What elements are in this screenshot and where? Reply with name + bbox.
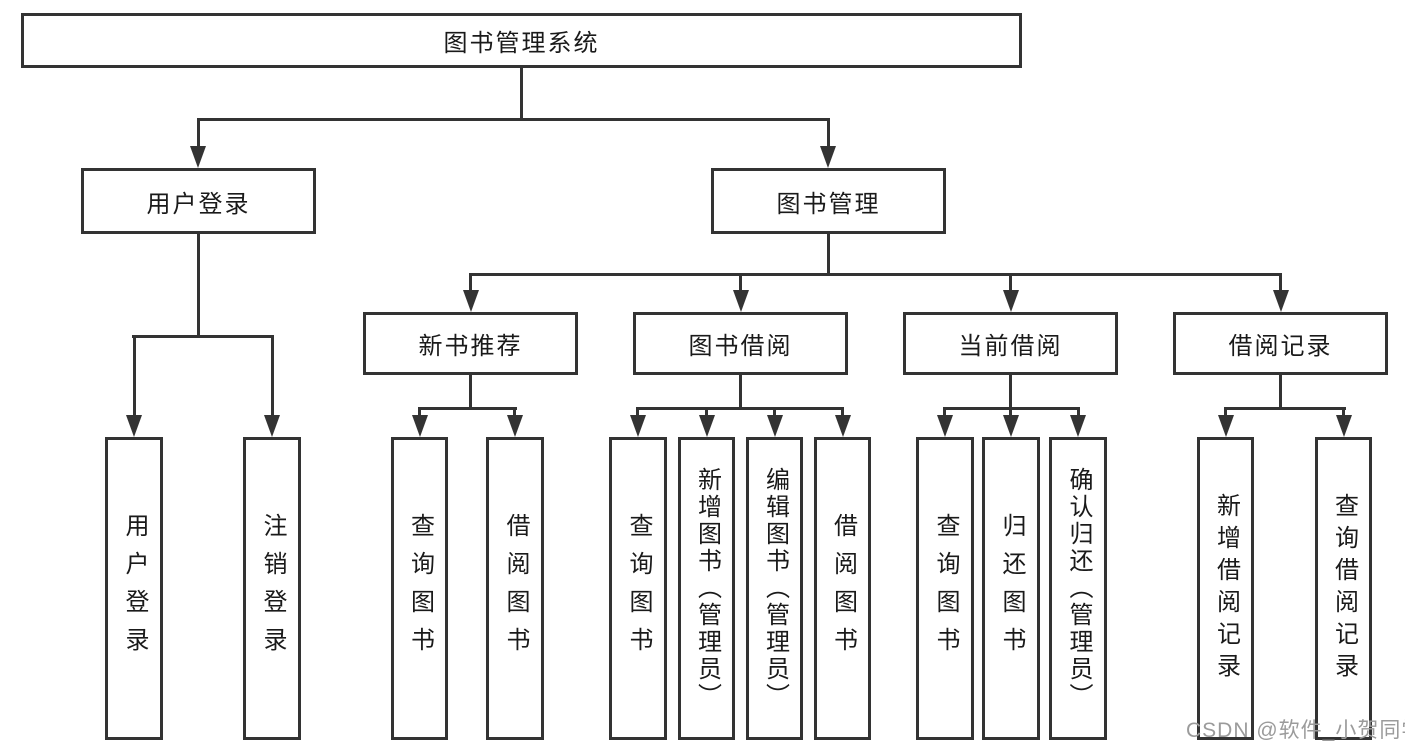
node-label: 借阅图书 (829, 512, 857, 665)
connector-arrow-shaft (841, 407, 844, 417)
connector-line (469, 375, 472, 407)
node-user-login: 用户登录 (81, 168, 316, 234)
connector-line (739, 375, 742, 407)
node-label: 查询借阅记录 (1330, 492, 1358, 685)
node-label: 借阅图书 (502, 512, 529, 665)
connector-line (636, 407, 844, 410)
node-label: 确认归还（管理员） (1065, 467, 1092, 710)
leaf-logout: 注销登录 (243, 437, 301, 740)
connector-arrow-shaft (469, 273, 472, 292)
leaf-add-borrow-record: 新增借阅记录 (1197, 437, 1254, 740)
connector-arrowhead (698, 415, 715, 437)
connector-arrowhead (411, 415, 428, 437)
leaf-borrow-books-recommend: 借阅图书 (486, 437, 544, 740)
connector-arrowhead (1070, 415, 1086, 437)
connector-arrowhead (126, 415, 142, 437)
node-label: 用户登录 (146, 190, 251, 218)
connector-line (1279, 375, 1282, 407)
node-borrow-records: 借阅记录 (1173, 312, 1388, 375)
leaf-add-book-admin: 新增图书（管理员） (678, 437, 735, 740)
connector-line (418, 407, 517, 410)
connector-line (1224, 407, 1346, 410)
connector-line (520, 68, 523, 118)
leaf-edit-book-admin: 编辑图书（管理员） (746, 437, 803, 740)
connector-line (197, 118, 830, 121)
node-label: 图书管理 (776, 190, 881, 218)
node-label: 图书借阅 (688, 333, 793, 360)
connector-arrowhead (1335, 415, 1352, 437)
connector-arrowhead (936, 415, 953, 437)
connector-arrow-shaft (513, 407, 516, 417)
connector-arrowhead (732, 290, 749, 312)
node-label: 新增图书（管理员） (693, 467, 721, 710)
connector-arrow-shaft (705, 407, 708, 417)
connector-arrowhead (766, 415, 783, 437)
connector-arrowhead (1272, 290, 1289, 312)
connector-arrowhead (506, 415, 523, 437)
node-label: 查询图书 (625, 512, 652, 665)
leaf-query-books-borrow: 查询图书 (609, 437, 667, 740)
node-label: 归还图书 (998, 512, 1025, 665)
connector-arrow-shaft (196, 118, 200, 148)
connector-arrow-shaft (1224, 407, 1227, 417)
connector-line (197, 234, 200, 335)
node-library-management-system: 图书管理系统 (21, 13, 1022, 68)
node-new-book-recommend: 新书推荐 (363, 312, 578, 375)
connector-arrow-shaft (826, 118, 830, 148)
connector-line (132, 335, 274, 338)
connector-arrow-shaft (132, 335, 136, 417)
connector-arrow-shaft (773, 407, 776, 417)
node-book-borrow: 图书借阅 (633, 312, 848, 375)
connector-line (1009, 375, 1012, 407)
connector-arrowhead (1217, 415, 1234, 437)
node-label: 注销登录 (259, 512, 286, 665)
connector-arrow-shaft (1342, 407, 1345, 417)
leaf-return-books: 归还图书 (982, 437, 1040, 740)
connector-arrow-shaft (418, 407, 421, 417)
node-label: 查询图书 (932, 512, 959, 665)
leaf-query-books-current: 查询图书 (916, 437, 974, 740)
connector-arrow-shaft (636, 407, 639, 417)
connector-arrow-shaft (739, 273, 742, 292)
node-book-management: 图书管理 (711, 168, 946, 234)
node-label: 当前借阅 (958, 333, 1063, 360)
leaf-query-borrow-record: 查询借阅记录 (1315, 437, 1372, 740)
watermark: CSDN @软件_小贺同学 (1186, 719, 1405, 742)
connector-arrow-shaft (1009, 407, 1012, 417)
connector-arrowhead (820, 146, 836, 168)
node-label: 用户登录 (121, 512, 148, 665)
connector-arrowhead (1002, 415, 1019, 437)
connector-arrow-shaft (270, 335, 274, 417)
connector-arrow-shaft (1009, 273, 1012, 292)
node-current-borrow: 当前借阅 (903, 312, 1118, 375)
node-label: 新增借阅记录 (1212, 492, 1240, 685)
connector-arrowhead (462, 290, 479, 312)
connector-arrow-shaft (1279, 273, 1282, 292)
node-label: 借阅记录 (1228, 333, 1333, 360)
leaf-query-books-recommend: 查询图书 (391, 437, 448, 740)
connector-arrowhead (834, 415, 851, 437)
leaf-user-login: 用户登录 (105, 437, 163, 740)
connector-arrow-shaft (943, 407, 946, 417)
node-label: 新书推荐 (418, 333, 523, 360)
node-label: 查询图书 (406, 512, 434, 665)
node-label: 编辑图书（管理员） (761, 467, 789, 710)
node-label: 图书管理系统 (443, 30, 600, 57)
connector-arrowhead (264, 415, 280, 437)
connector-arrowhead (629, 415, 646, 437)
connector-arrowhead (1002, 290, 1019, 312)
leaf-borrow-books-borrow: 借阅图书 (814, 437, 871, 740)
connector-line (827, 234, 830, 273)
connector-arrow-shaft (1076, 407, 1080, 417)
leaf-confirm-return-admin: 确认归还（管理员） (1049, 437, 1107, 740)
connector-arrowhead (190, 146, 206, 168)
connector-line (469, 273, 1282, 276)
